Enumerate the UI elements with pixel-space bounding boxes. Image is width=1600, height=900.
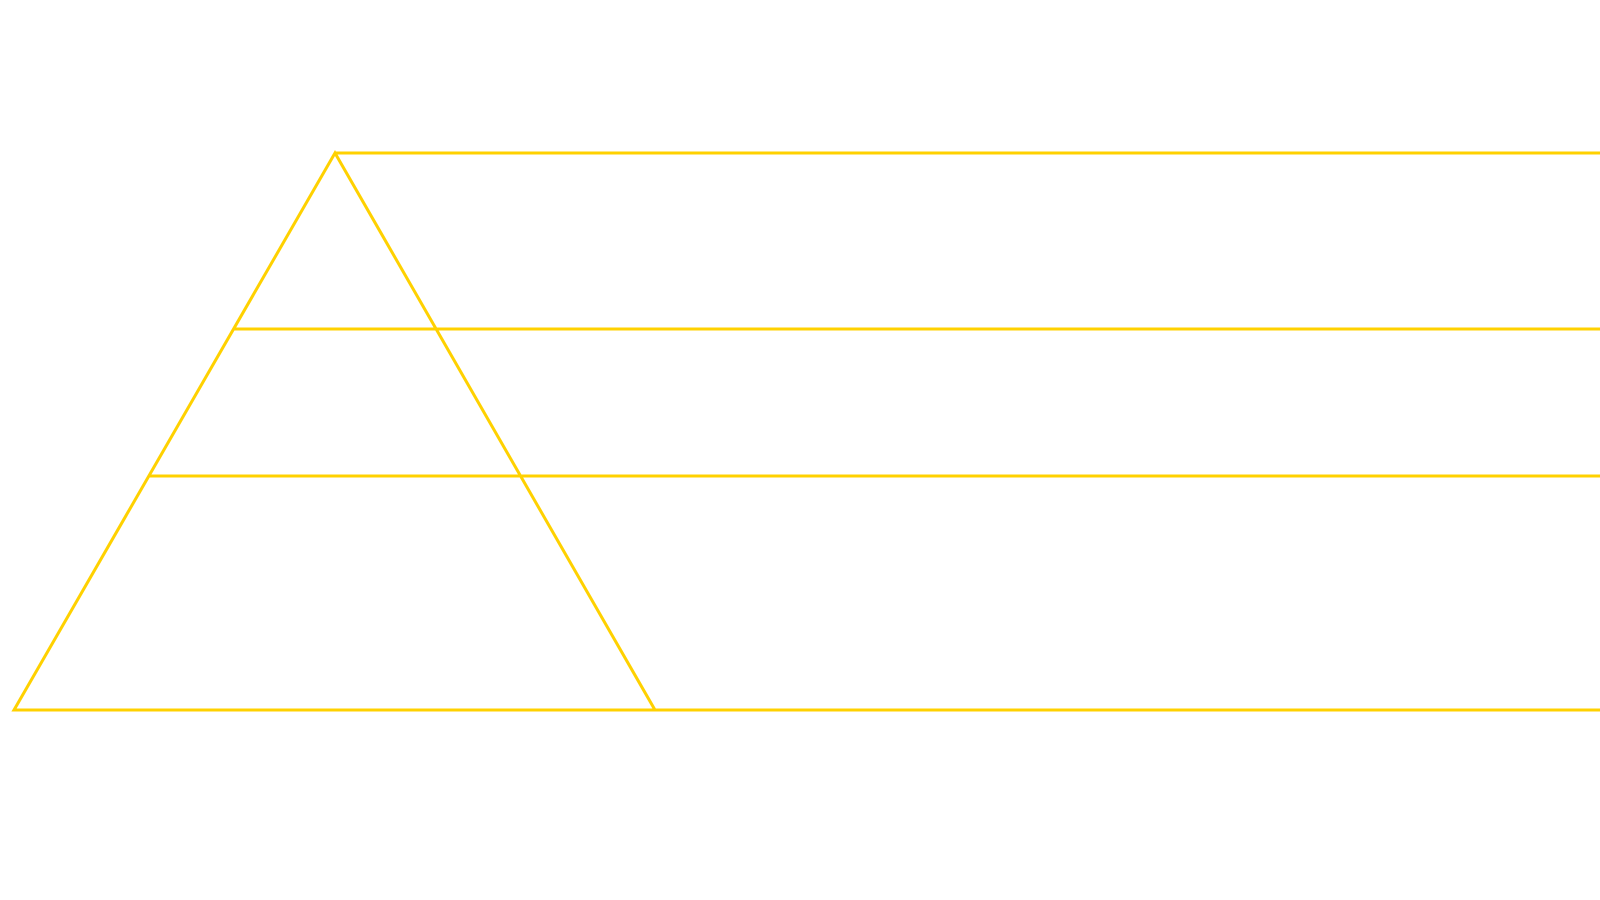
pyramid-triangle xyxy=(11,149,658,712)
